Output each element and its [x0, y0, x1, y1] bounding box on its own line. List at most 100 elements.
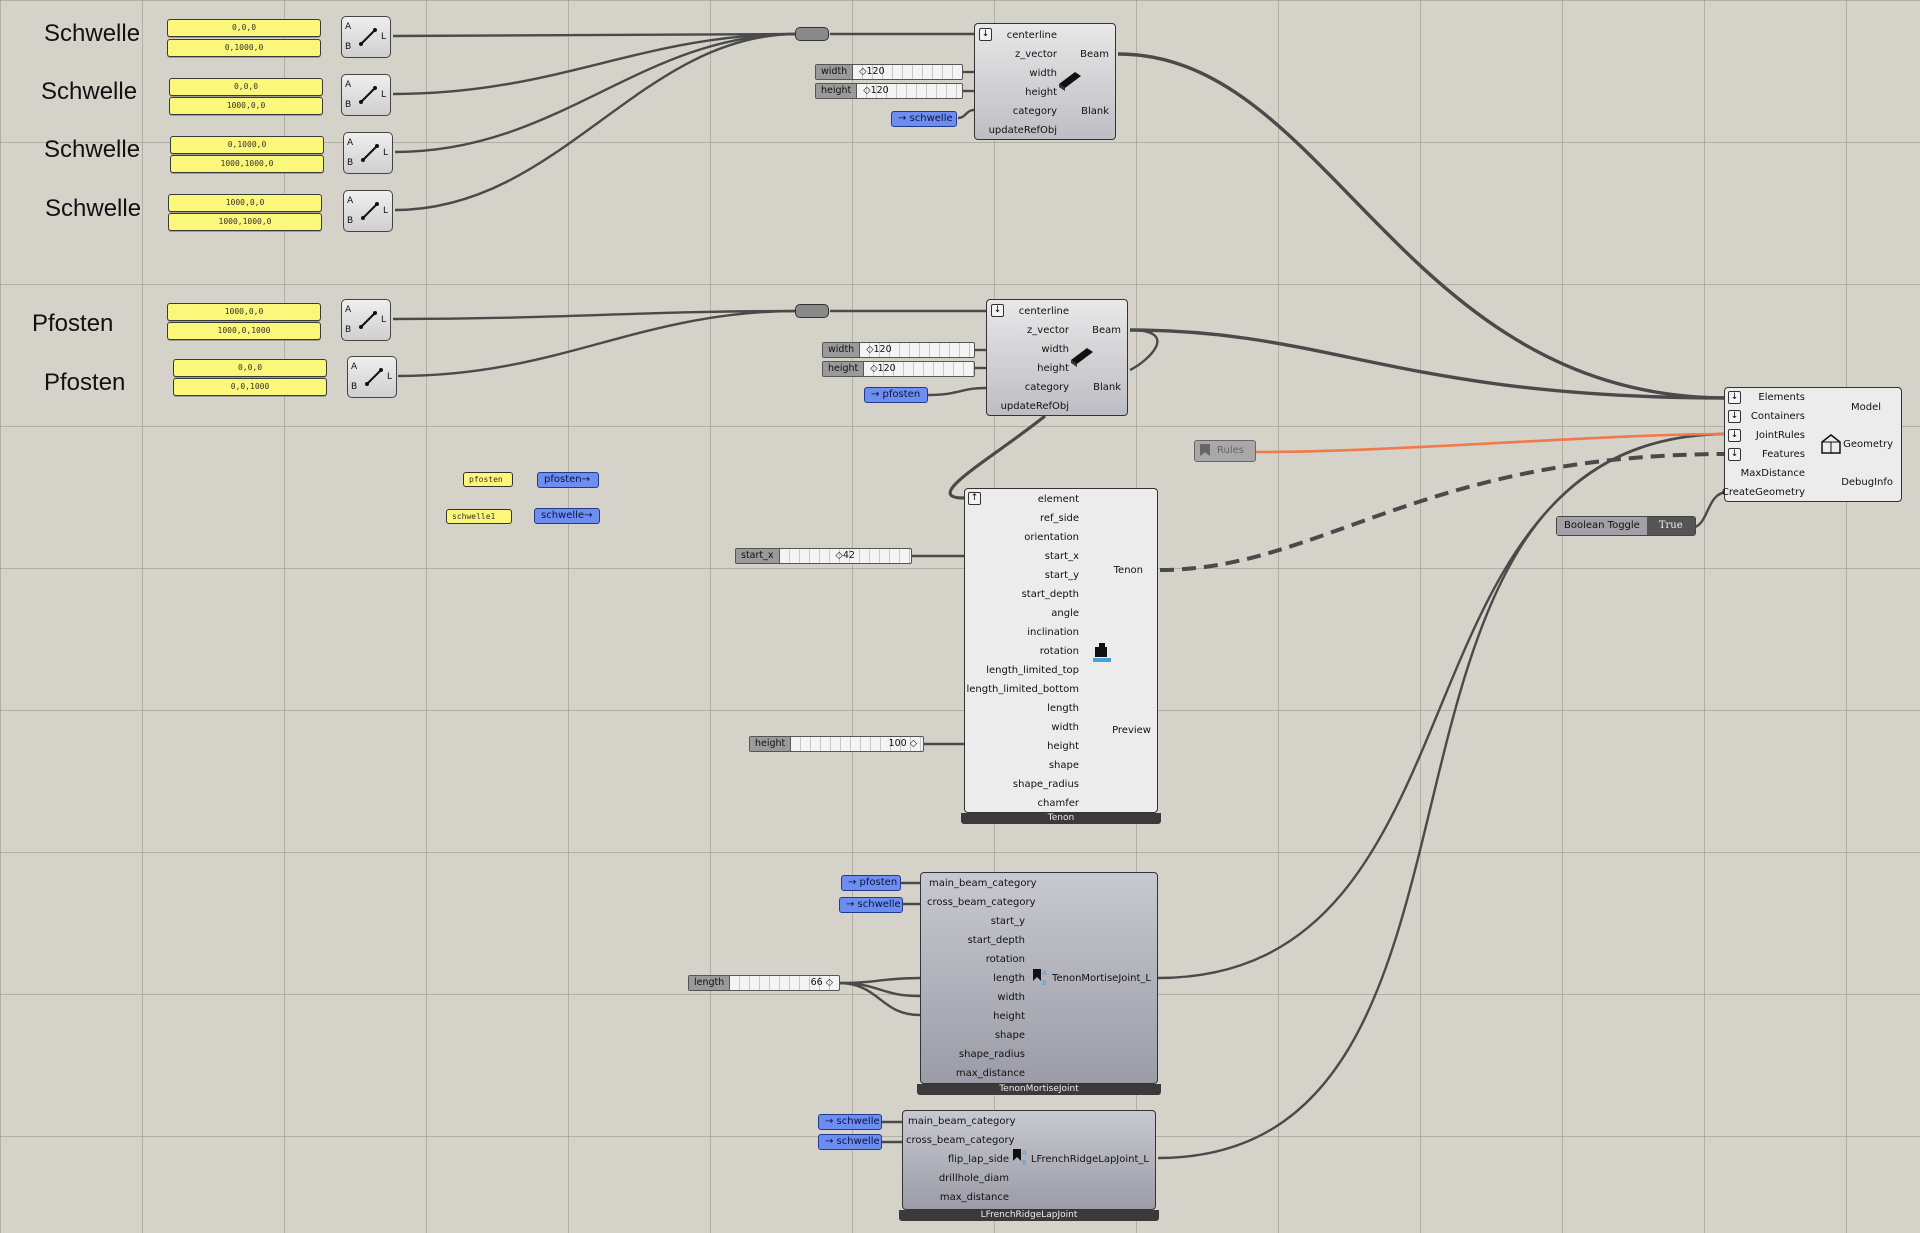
point-panel[interactable]: 0,0,0: [173, 359, 327, 377]
input-start-depth: start_depth: [967, 935, 1025, 946]
pfosten-panel[interactable]: pfosten: [463, 472, 513, 487]
output-model: Model: [1850, 402, 1881, 413]
port-a-label: A: [345, 305, 352, 315]
port-l-label: L: [382, 148, 388, 158]
input-centerline: centerline: [1018, 306, 1069, 317]
tenon-title: Tenon: [961, 813, 1161, 824]
input-z-vector: z_vector: [1027, 325, 1069, 336]
input-angle: angle: [1051, 608, 1079, 619]
tenon-mortise-joint-component[interactable]: main_beam_category cross_beam_category s…: [917, 872, 1161, 1095]
port-b-label: B: [351, 382, 358, 392]
label-schwelle-3: Schwelle: [44, 136, 141, 163]
slider-value: ◇120: [864, 362, 974, 376]
input-rotation: rotation: [985, 954, 1025, 965]
slider-value: 100 ◇: [791, 737, 923, 751]
slider-number: 42: [842, 550, 855, 561]
output-beam: Beam: [1092, 325, 1121, 336]
input-containers: Containers: [1750, 411, 1805, 422]
point-panel[interactable]: 1000,1000,0: [168, 213, 322, 231]
line-component[interactable]: A B L: [343, 190, 393, 232]
input-update-ref-obj: updateRefObj: [988, 125, 1057, 136]
slider-value: 66 ◇: [730, 976, 839, 990]
category-value-list[interactable]: → schwelle: [891, 111, 957, 127]
lfr-title: LFrenchRidgeLapJoint: [899, 1210, 1159, 1221]
beam-icon: [1071, 348, 1093, 367]
boolean-toggle[interactable]: Boolean Toggle True: [1556, 516, 1696, 536]
schwelle-panel[interactable]: schwelle1: [446, 509, 512, 524]
input-shape: shape: [1048, 760, 1079, 771]
height-slider[interactable]: height 100 ◇: [749, 736, 924, 752]
port-a-label: A: [345, 80, 352, 90]
slider-number: 66: [810, 977, 823, 988]
port-a-label: A: [347, 138, 354, 148]
port-l-label: L: [380, 90, 386, 100]
port-b-label: B: [345, 325, 352, 335]
beam-component[interactable]: ↓ centerline z_vector width height categ…: [986, 299, 1128, 416]
label-pfosten-2: Pfosten: [44, 369, 126, 396]
line-icon: [361, 144, 379, 162]
svg-text:B: B: [1022, 1159, 1027, 1167]
slider-value: ◇120: [857, 84, 962, 98]
beam-component[interactable]: ↓ centerline z_vector width height categ…: [974, 23, 1116, 140]
rules-icon: [1200, 444, 1210, 456]
lfrench-ridge-lap-joint-component[interactable]: main_beam_category cross_beam_category f…: [899, 1110, 1159, 1221]
point-panel[interactable]: 0,0,0: [167, 19, 321, 37]
point-panel[interactable]: 0,0,0: [169, 78, 323, 96]
input-start-y: start_y: [1044, 570, 1079, 581]
main-category-value-list[interactable]: → schwelle: [818, 1114, 882, 1130]
arrow-down-icon: ↓: [979, 28, 992, 41]
line-component[interactable]: A B L: [341, 16, 391, 58]
length-slider[interactable]: length 66 ◇: [688, 975, 840, 991]
line-component[interactable]: A B L: [341, 299, 391, 341]
line-component[interactable]: A B L: [341, 74, 391, 116]
port-a-label: A: [351, 362, 358, 372]
input-main-beam-category: main_beam_category: [929, 878, 1037, 889]
line-component[interactable]: A B L: [347, 356, 397, 398]
height-slider[interactable]: height ◇120: [822, 361, 975, 377]
slider-name: length: [689, 976, 731, 990]
input-centerline: centerline: [1006, 30, 1057, 41]
category-value-list[interactable]: → pfosten: [864, 387, 928, 403]
slider-number: 100: [888, 738, 907, 749]
input-width: width: [1041, 344, 1069, 355]
width-slider[interactable]: width ◇120: [822, 342, 975, 358]
input-length-limited-bottom: length_limited_bottom: [966, 684, 1079, 695]
arrow-down-icon: ↓: [1728, 429, 1741, 442]
input-features: Features: [1762, 449, 1805, 460]
schwelle-value-list[interactable]: schwelle→: [534, 508, 600, 524]
cross-category-value-list[interactable]: → schwelle: [818, 1134, 882, 1150]
start-x-slider[interactable]: start_x ◇42: [735, 548, 912, 564]
toggle-name: Boolean Toggle: [1557, 517, 1647, 535]
input-width: width: [997, 992, 1025, 1003]
point-panel[interactable]: 1000,0,0: [168, 194, 322, 212]
output-geometry: Geometry: [1843, 439, 1893, 450]
input-ref-side: ref_side: [1039, 513, 1079, 524]
main-category-value-list[interactable]: → pfosten: [841, 875, 901, 891]
slider-number: 120: [877, 363, 896, 374]
point-panel[interactable]: 1000,0,1000: [167, 322, 321, 340]
line-component[interactable]: A B L: [343, 132, 393, 174]
point-panel[interactable]: 1000,0,0: [169, 97, 323, 115]
tenon-component[interactable]: ↑ element ref_side orientation start_x s…: [961, 488, 1161, 824]
height-slider[interactable]: height ◇120: [815, 83, 963, 99]
point-panel[interactable]: 0,0,1000: [173, 378, 327, 396]
pfosten-value-list[interactable]: pfosten→: [537, 472, 599, 488]
point-panel[interactable]: 0,1000,0: [167, 39, 321, 57]
relay-node[interactable]: [795, 27, 829, 41]
input-chamfer: chamfer: [1037, 798, 1080, 809]
output-debug-info: DebugInfo: [1841, 477, 1893, 488]
input-max-distance: max_distance: [955, 1068, 1025, 1079]
point-panel[interactable]: 1000,1000,0: [170, 155, 324, 173]
cross-category-value-list[interactable]: → schwelle: [839, 897, 903, 913]
width-slider[interactable]: width ◇120: [815, 64, 963, 80]
slider-number: 120: [870, 85, 889, 96]
port-b-label: B: [347, 216, 354, 226]
tenon-icon: [1093, 643, 1111, 662]
rules-component[interactable]: Rules: [1194, 440, 1256, 462]
model-component[interactable]: ↓ ↓ ↓ ↓ Elements Containers JointRules F…: [1722, 387, 1902, 502]
relay-node[interactable]: [795, 304, 829, 318]
point-panel[interactable]: 1000,0,0: [167, 303, 321, 321]
point-panel[interactable]: 0,1000,0: [170, 136, 324, 154]
rules-label: Rules: [1217, 445, 1244, 456]
slider-name: height: [823, 362, 865, 376]
